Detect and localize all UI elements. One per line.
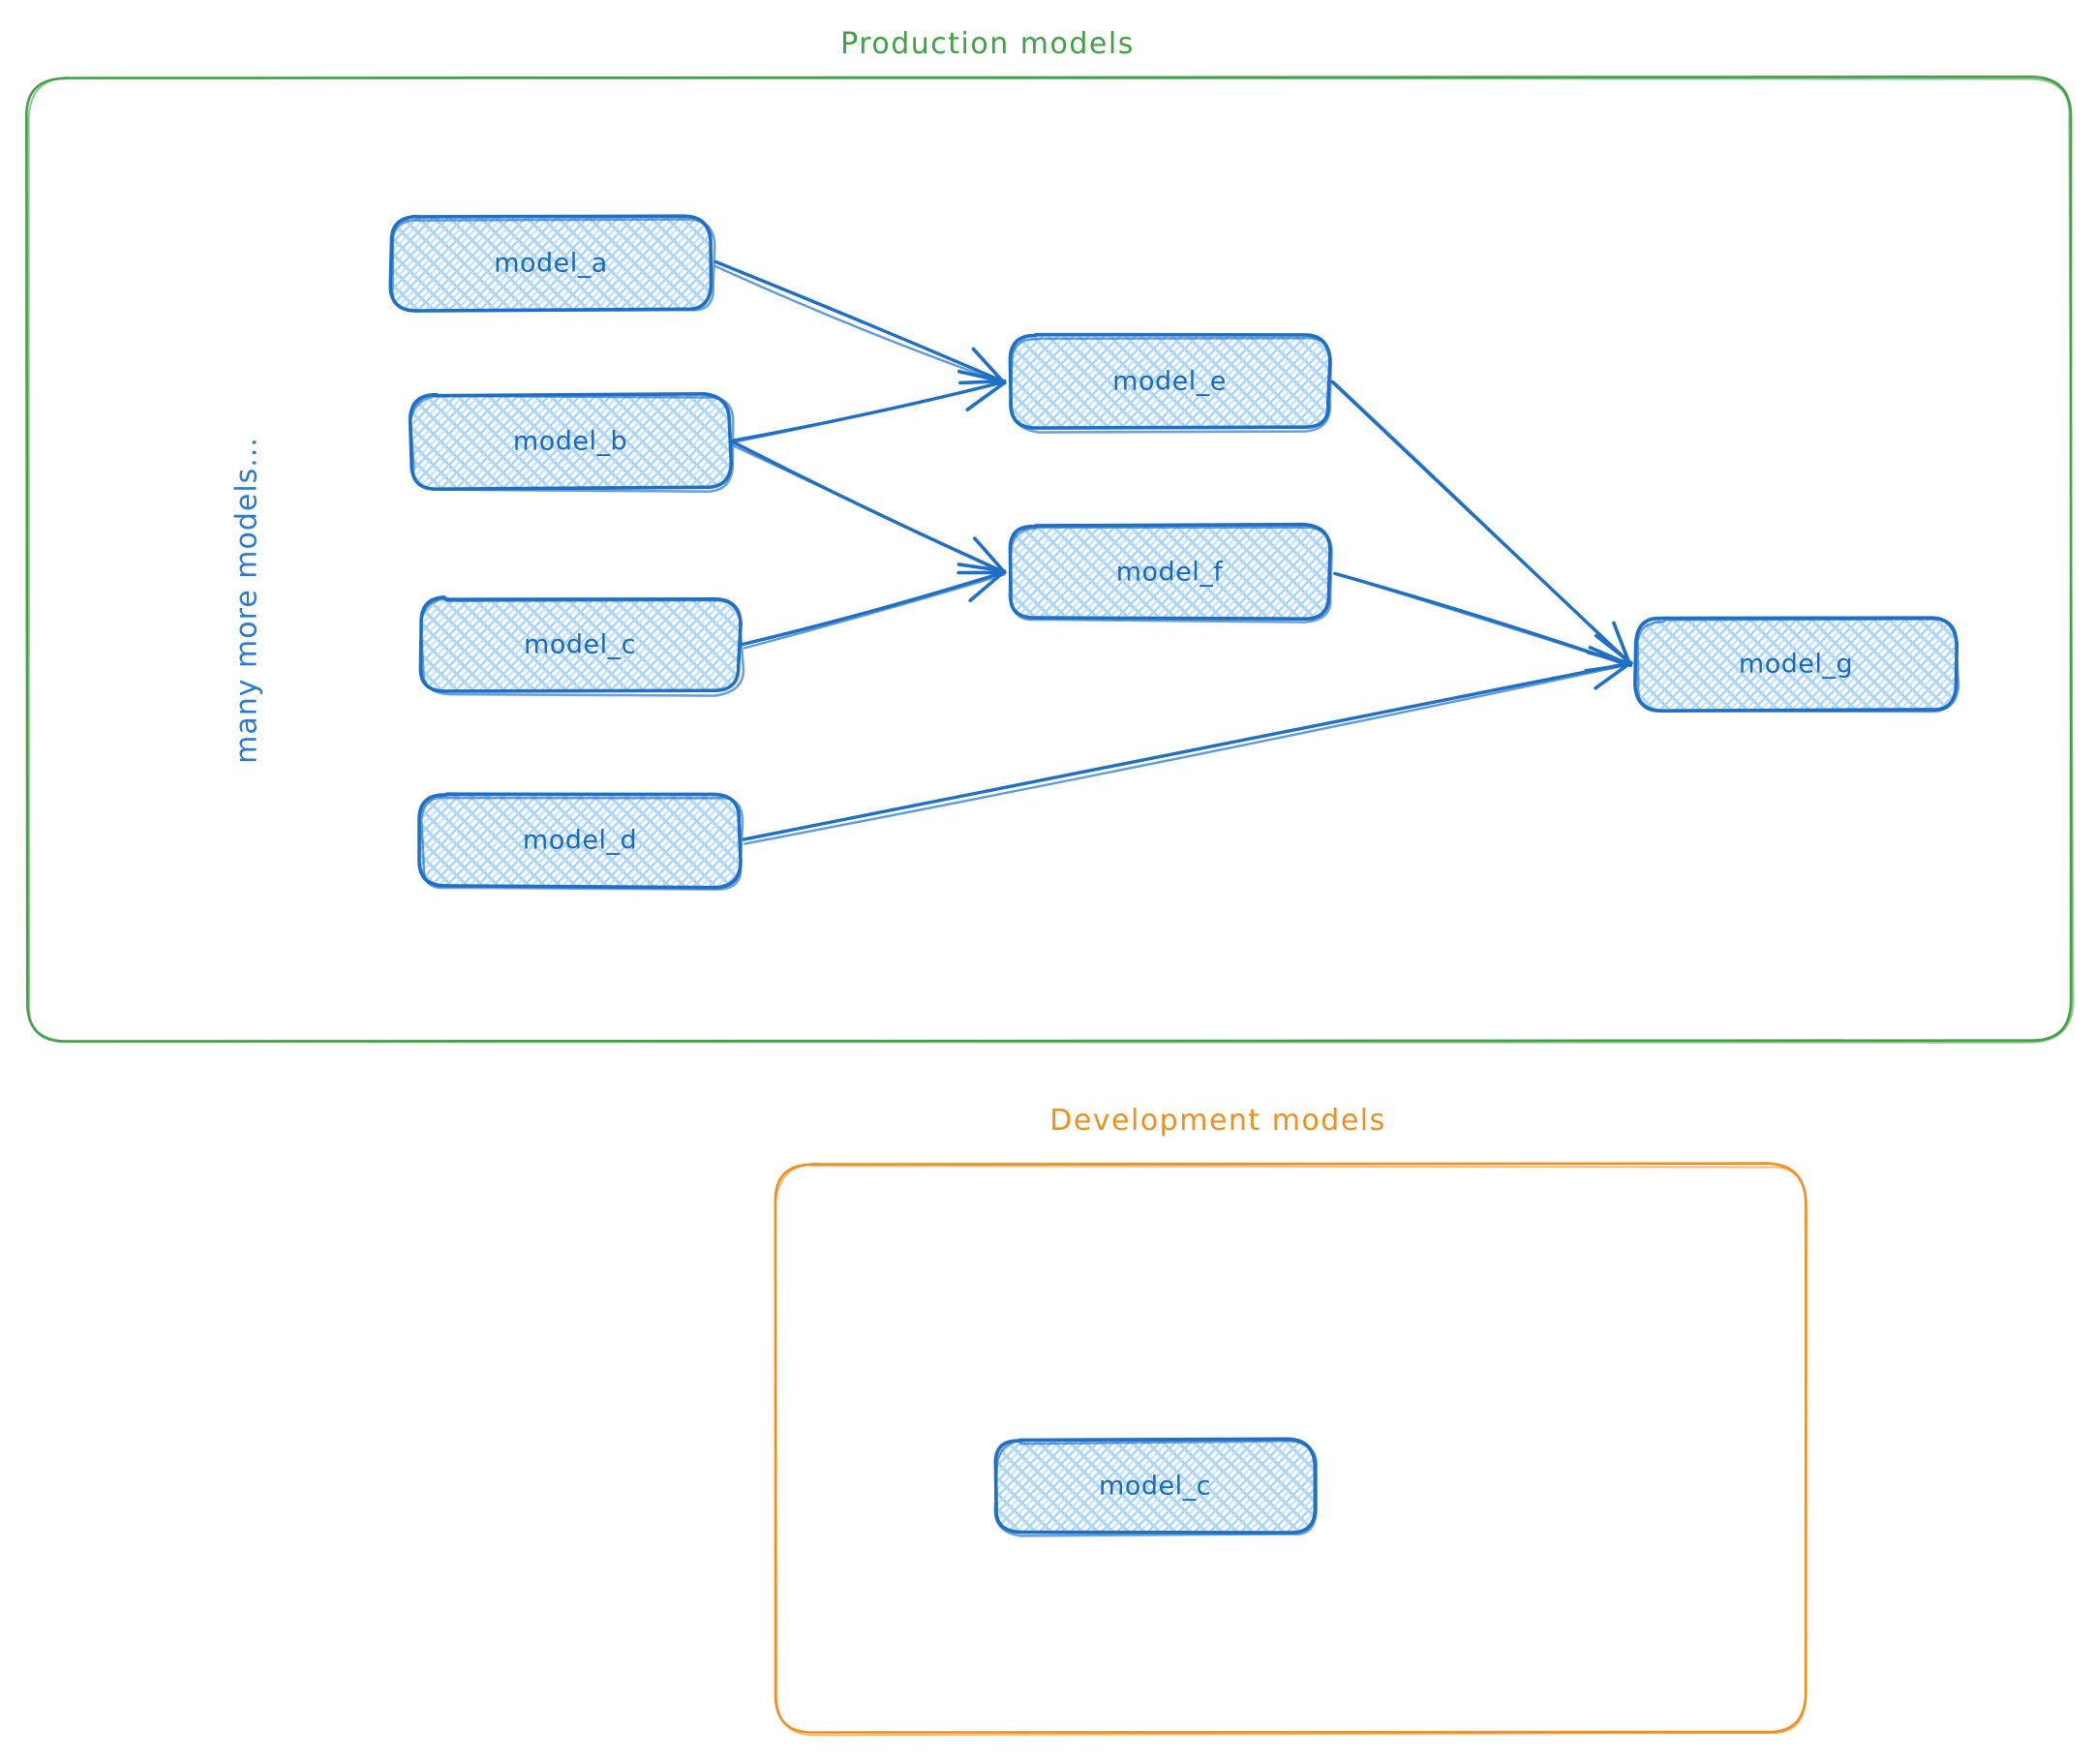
- edge-arrowhead-model_d-to-model_g: [1586, 651, 1632, 666]
- edge-arrowhead-model_b-to-model_e: [965, 380, 1007, 411]
- edge-model_c-to-model_f: [743, 573, 1006, 650]
- edge-model_d-to-model_g: [742, 661, 1632, 841]
- group-container-production: [27, 76, 2075, 1044]
- node-fill2-model_g: [1635, 617, 1957, 712]
- node-fill2-model_a: [391, 216, 711, 311]
- edge-model_b-to-model_f: [731, 443, 1004, 574]
- edge-model_a-to-model_e: [714, 259, 1005, 383]
- group-container-production: [25, 76, 2073, 1043]
- edge-arrowhead-model_e-to-model_g: [1612, 621, 1632, 666]
- group-title-production: Production models: [840, 27, 1135, 61]
- edge-model_d-to-model_g: [744, 663, 1631, 845]
- edge-arrowhead-model_b-to-model_e: [956, 369, 1006, 383]
- edge-model_e-to-model_g: [1333, 380, 1632, 667]
- node-fill2-model_c: [419, 597, 741, 692]
- node-fill2-model_b: [410, 394, 730, 489]
- edge-model_c-to-model_f: [741, 570, 1006, 647]
- node-fill2-model_e: [1009, 334, 1330, 428]
- node-outline-model_g: [1636, 618, 1960, 714]
- edge-arrowhead-model_d-to-model_g: [1594, 661, 1631, 690]
- edge-arrowhead-model_c-to-model_f: [956, 563, 1007, 573]
- edge-arrowhead-model_c-to-model_f: [968, 569, 1007, 603]
- many-more-models-note: many more models...: [229, 437, 264, 764]
- node-fill2-model_f: [1010, 525, 1330, 619]
- edge-arrowhead-model_a-to-model_e: [971, 347, 1006, 384]
- node-fill2-dev_model_c: [994, 1440, 1315, 1534]
- node-outline-model_b: [409, 394, 735, 494]
- group-container-development: [774, 1162, 1807, 1737]
- node-outline-model_a: [391, 218, 716, 313]
- node-outline-model_d: [419, 796, 744, 891]
- node-outline-model_c: [419, 597, 745, 697]
- node-outline-model_b: [408, 391, 734, 491]
- group-title-development: Development models: [1049, 1104, 1386, 1138]
- edge-model_b-to-model_f: [730, 440, 1006, 574]
- edge-arrowhead-model_f-to-model_g: [1594, 633, 1633, 665]
- node-outline-dev_model_c: [993, 1439, 1319, 1537]
- node-outline-model_d: [417, 792, 743, 890]
- node-fill2-model_d: [419, 793, 740, 888]
- edge-arrowhead-model_b-to-model_f: [973, 536, 1007, 575]
- edge-model_a-to-model_e: [714, 264, 1007, 385]
- edge-model_b-to-model_e: [731, 380, 1007, 444]
- node-outline-model_f: [1008, 526, 1333, 623]
- node-outline-model_e: [1008, 336, 1333, 434]
